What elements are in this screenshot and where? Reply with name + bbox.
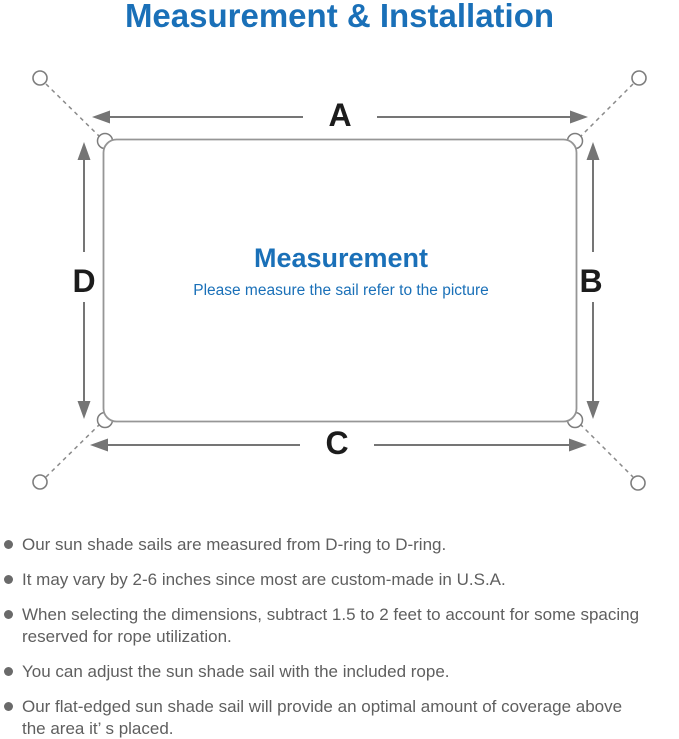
dimension-arrow-a <box>92 110 588 124</box>
dimension-label-a: A <box>328 97 351 133</box>
bullet-icon <box>4 610 13 619</box>
anchor-ring-bottom-left-icon <box>32 474 48 490</box>
note-item-measured-dring: Our sun shade sails are measured from D-… <box>4 534 679 556</box>
dimension-arrow-c <box>90 438 587 452</box>
note-line: When selecting the dimensions, subtract … <box>22 605 640 624</box>
note-line: It may vary by 2-6 inches since most are… <box>22 570 506 589</box>
note-item-flat-edged-coverage: Our flat-edged sun shade sail will provi… <box>4 696 679 739</box>
note-item-subtract-feet: When selecting the dimensions, subtract … <box>4 604 679 648</box>
anchor-ring-icons <box>32 70 647 491</box>
note-text: It may vary by 2-6 inches since most are… <box>22 569 506 591</box>
note-item-adjust-rope: You can adjust the sun shade sail with t… <box>4 661 679 683</box>
bullet-icon <box>4 575 13 584</box>
anchor-ring-top-left-icon <box>32 70 48 86</box>
note-text: When selecting the dimensions, subtract … <box>22 604 639 648</box>
dimension-label-d: D <box>72 263 95 299</box>
bullet-icon <box>4 702 13 711</box>
note-line: Our sun shade sails are measured from D-… <box>22 535 447 554</box>
dimension-arrow-d <box>77 142 91 419</box>
sail-outline <box>102 138 578 423</box>
diagram-center-subtitle: Please measure the sail refer to the pic… <box>193 282 489 299</box>
dimension-label-b: B <box>579 263 602 299</box>
note-line: Our flat-edged sun shade sail will provi… <box>22 697 623 716</box>
anchor-ring-top-right-icon <box>631 70 647 86</box>
dimension-label-c: C <box>325 425 348 461</box>
note-line: You can adjust the sun shade sail with t… <box>22 662 450 681</box>
note-item-vary-inches: It may vary by 2-6 inches since most are… <box>4 569 679 591</box>
page-title: Measurement & Installation <box>124 0 555 34</box>
diagram-center-title: Measurement <box>254 243 428 273</box>
note-line: reserved for rope utilization. <box>22 627 232 646</box>
note-text: Our flat-edged sun shade sail will provi… <box>22 696 622 739</box>
bullet-icon <box>4 540 13 549</box>
note-text: You can adjust the sun shade sail with t… <box>22 661 450 683</box>
dimension-arrow-b <box>586 142 600 419</box>
notes-list: Our sun shade sails are measured from D-… <box>4 534 679 739</box>
anchor-ring-bottom-right-icon <box>630 475 646 491</box>
note-line: the area it’ s placed. <box>22 719 174 738</box>
bullet-icon <box>4 667 13 676</box>
note-text: Our sun shade sails are measured from D-… <box>22 534 446 556</box>
